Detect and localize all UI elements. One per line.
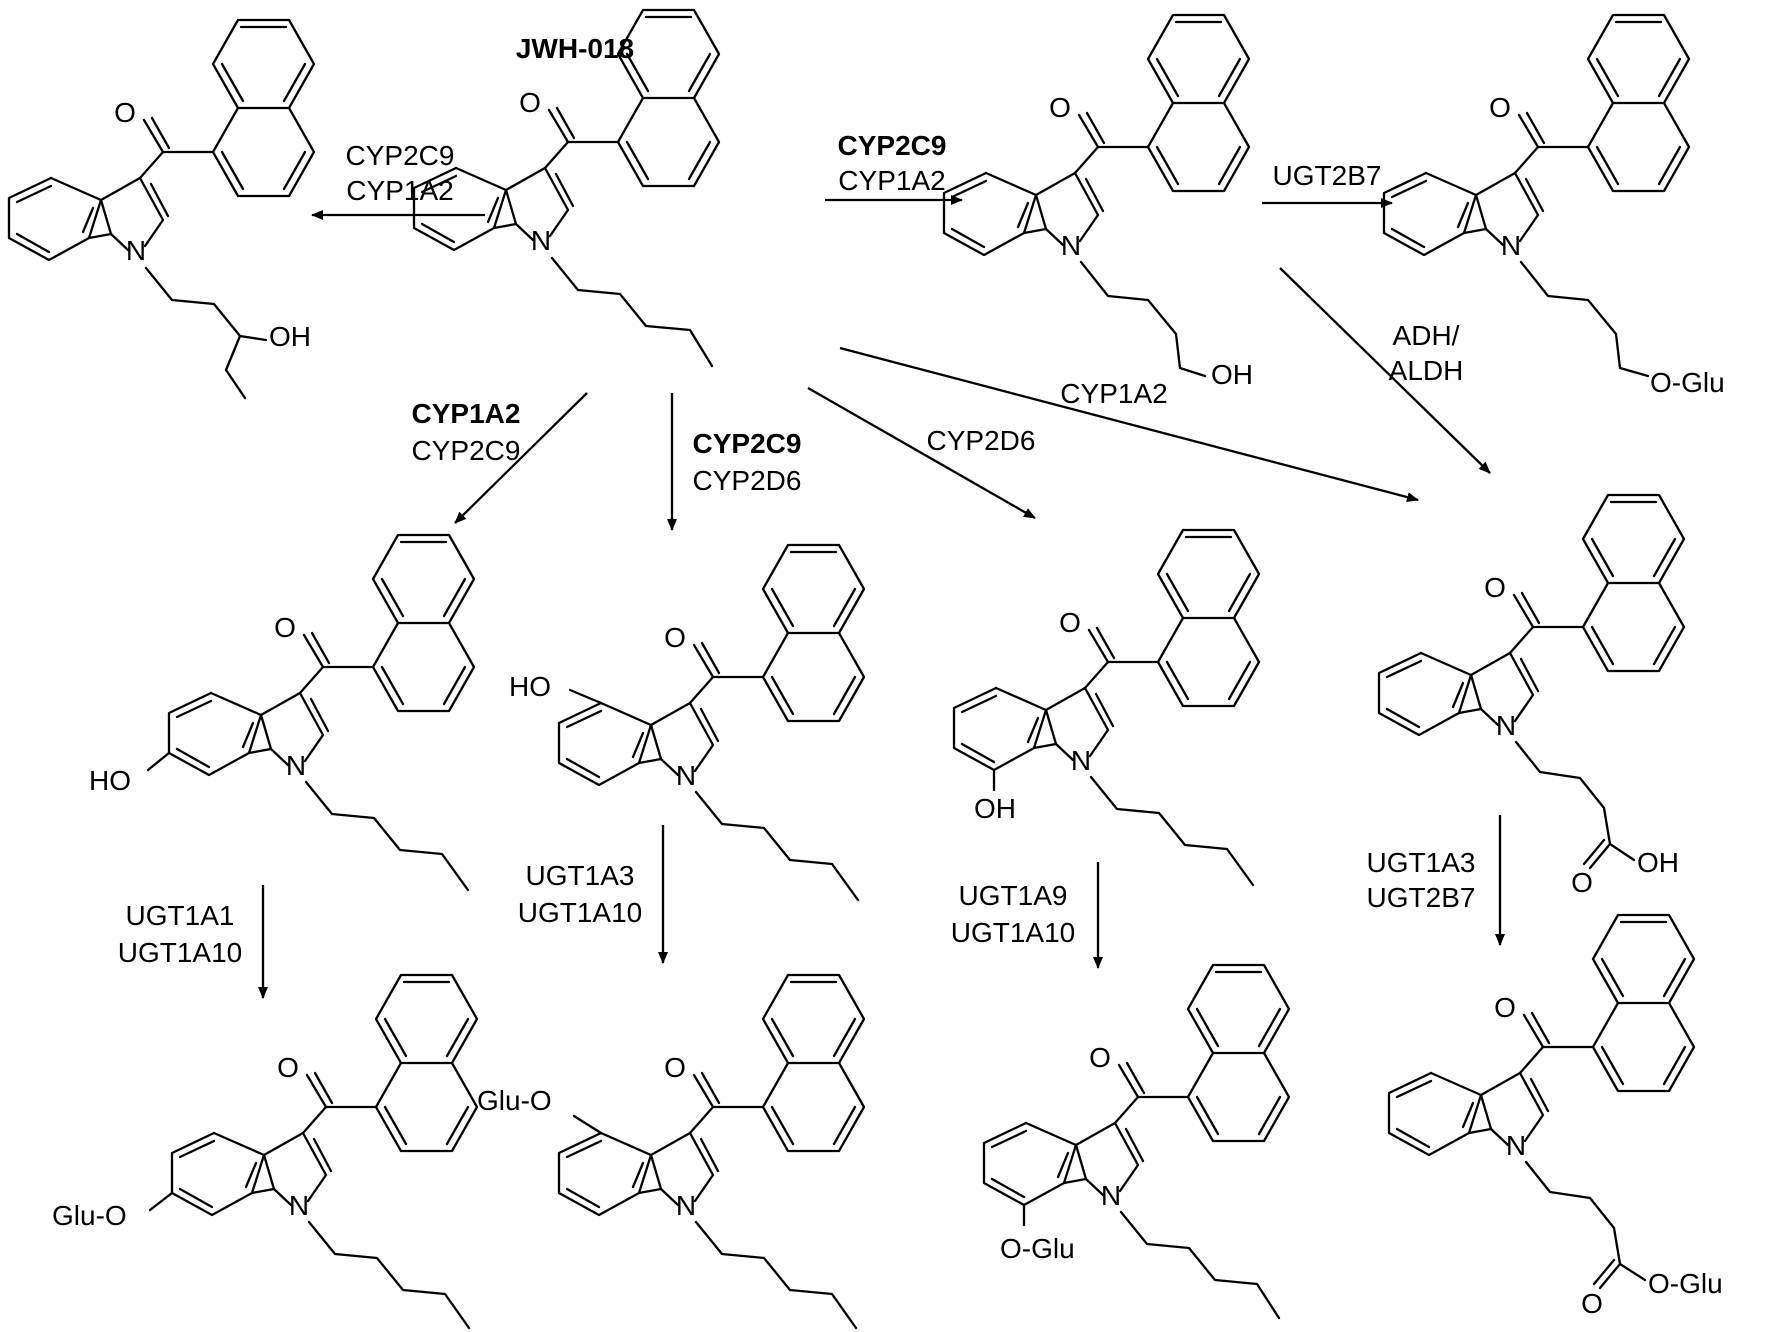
svg-text:OH: OH (974, 793, 1016, 824)
enzyme-label: UGT1A10 (951, 917, 1076, 948)
atom-label-o: O (519, 87, 541, 118)
svg-text:Glu-O: Glu-O (52, 1200, 127, 1231)
arrow-to-7-oh (807, 387, 1036, 519)
structure-jwh-018: O N JWH-018 (412, 8, 721, 368)
enzyme-label: CYP1A2 (346, 175, 453, 206)
structure-6-o-glucuronide: O N Glu-O (52, 973, 479, 1330)
structure-7-hydroxyindole: O N OH (952, 528, 1261, 887)
structure-4-hydroxypentyl: O N OH (7, 18, 316, 400)
svg-text:N: N (1506, 1130, 1526, 1161)
atom-label-n: N (531, 225, 551, 256)
svg-text:O: O (664, 622, 686, 653)
enzyme-label: UGT2B7 (1273, 160, 1382, 191)
structure-5-o-glucuronide-indole: O N Glu-O (477, 973, 866, 1330)
svg-text:O: O (277, 1052, 299, 1083)
svg-text:O: O (1489, 92, 1511, 123)
diagram-title: JWH-018 (516, 33, 634, 64)
svg-text:N: N (1061, 230, 1081, 261)
svg-text:N: N (286, 750, 306, 781)
svg-text:O: O (1059, 607, 1081, 638)
enzyme-label: ALDH (1389, 355, 1464, 386)
svg-text:O: O (1049, 92, 1071, 123)
svg-text:N: N (1101, 1180, 1121, 1211)
enzyme-label: UGT1A10 (118, 937, 243, 968)
enzyme-label: CYP2C9 (412, 435, 521, 466)
enzyme-label: CYP2C9 (346, 140, 455, 171)
svg-text:O: O (1484, 572, 1506, 603)
enzyme-label: CYP2D6 (927, 425, 1036, 456)
enzyme-label: UGT1A10 (518, 897, 643, 928)
structure-6-hydroxyindole: O N HO (89, 533, 476, 892)
structure-5-hydroxypentyl: O N OH (942, 13, 1253, 390)
svg-text:OH: OH (1637, 847, 1679, 878)
enzyme-label: UGT1A3 (1367, 847, 1476, 878)
enzyme-label-major: CYP1A2 (412, 398, 521, 429)
svg-text:O: O (1494, 992, 1516, 1023)
svg-text:O: O (1571, 867, 1593, 898)
svg-text:Glu-O: Glu-O (477, 1085, 552, 1116)
svg-text:N: N (1071, 745, 1091, 776)
atom-label-oh: OH (269, 321, 311, 352)
enzyme-label: CYP1A2 (1060, 378, 1167, 409)
svg-text:HO: HO (509, 671, 551, 702)
enzyme-label: UGT1A1 (126, 900, 235, 931)
enzyme-label-major: CYP2C9 (838, 130, 947, 161)
enzyme-labels: CYP2C9 CYP1A2 CYP2C9 CYP1A2 UGT2B7 ADH/ … (118, 130, 1476, 968)
enzyme-label-major: CYP2C9 (693, 428, 802, 459)
structure-5-hydroxyindole: O N HO (509, 543, 866, 902)
svg-text:N: N (1501, 230, 1521, 261)
enzyme-label: UGT1A3 (526, 860, 635, 891)
structure-pentanoic-acid: O N O OH (1377, 493, 1686, 898)
svg-text:O: O (1089, 1042, 1111, 1073)
enzyme-label: UGT1A9 (959, 880, 1068, 911)
svg-text:O: O (1581, 1288, 1603, 1319)
svg-text:N: N (676, 760, 696, 791)
svg-text:N: N (1496, 710, 1516, 741)
structure-5-o-glucuronide: O N O-Glu (1382, 13, 1725, 398)
svg-text:N: N (289, 1190, 309, 1221)
svg-text:O: O (274, 612, 296, 643)
structure-7-o-glucuronide: O N O-Glu (982, 963, 1291, 1320)
svg-text:OH: OH (1211, 359, 1253, 390)
enzyme-label: CYP2D6 (693, 465, 802, 496)
svg-text:O: O (114, 97, 136, 128)
arrow-to-6-oh (454, 392, 588, 524)
arrow-to-acid (839, 346, 1419, 503)
enzyme-label: ADH/ (1393, 320, 1460, 351)
svg-text:O-Glu: O-Glu (1000, 1233, 1075, 1264)
structure-acyl-glucuronide: O N O O-Glu (1387, 913, 1723, 1319)
svg-text:O: O (664, 1052, 686, 1083)
atom-label-ho: HO (89, 765, 131, 796)
enzyme-label: UGT2B7 (1367, 882, 1476, 913)
atom-label-o-glu: O-Glu (1650, 367, 1725, 398)
svg-text:N: N (676, 1190, 696, 1221)
svg-text:N: N (126, 235, 146, 266)
enzyme-label: CYP1A2 (838, 165, 945, 196)
svg-text:O-Glu: O-Glu (1648, 1268, 1723, 1299)
reaction-arrows (258, 195, 1505, 999)
arrow-to-acid-adh (1279, 267, 1491, 474)
